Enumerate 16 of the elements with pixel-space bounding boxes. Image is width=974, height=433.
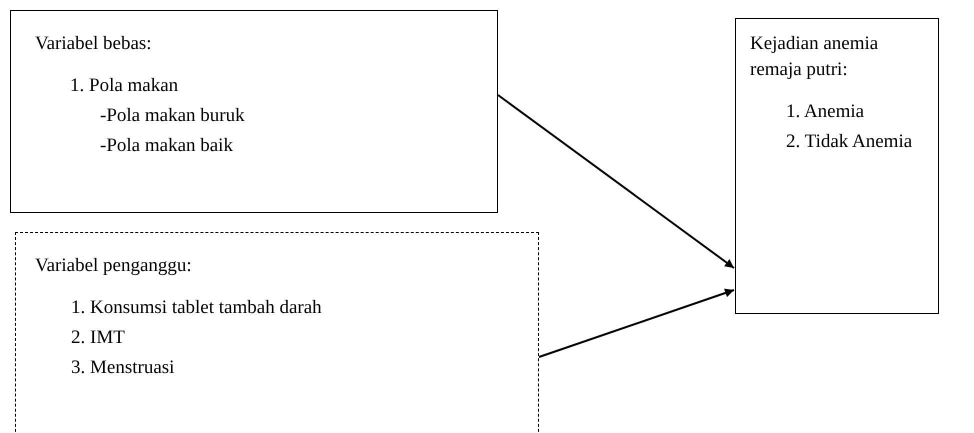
- arrow: [538, 288, 734, 358]
- list-item: 2. Tidak Anemia: [786, 130, 914, 154]
- list-item: 1. Anemia: [786, 100, 866, 124]
- box-heading: Kejadian anemia remaja putri:: [750, 32, 880, 82]
- text-box: [735, 18, 939, 314]
- list-item: 1. Pola makan: [70, 74, 180, 98]
- box-heading: Variabel penganggu:: [35, 254, 193, 278]
- list-item: 3. Menstruasi: [71, 356, 176, 380]
- list-item: -Pola makan buruk: [100, 104, 246, 128]
- text-box: [10, 10, 498, 213]
- box-heading: Variabel bebas:: [35, 32, 153, 56]
- text-box: [15, 232, 539, 433]
- list-item: 1. Konsumsi tablet tambah darah: [71, 296, 323, 320]
- list-item: -Pola makan baik: [100, 134, 234, 158]
- arrow: [497, 94, 735, 269]
- list-item: 2. IMT: [71, 326, 126, 350]
